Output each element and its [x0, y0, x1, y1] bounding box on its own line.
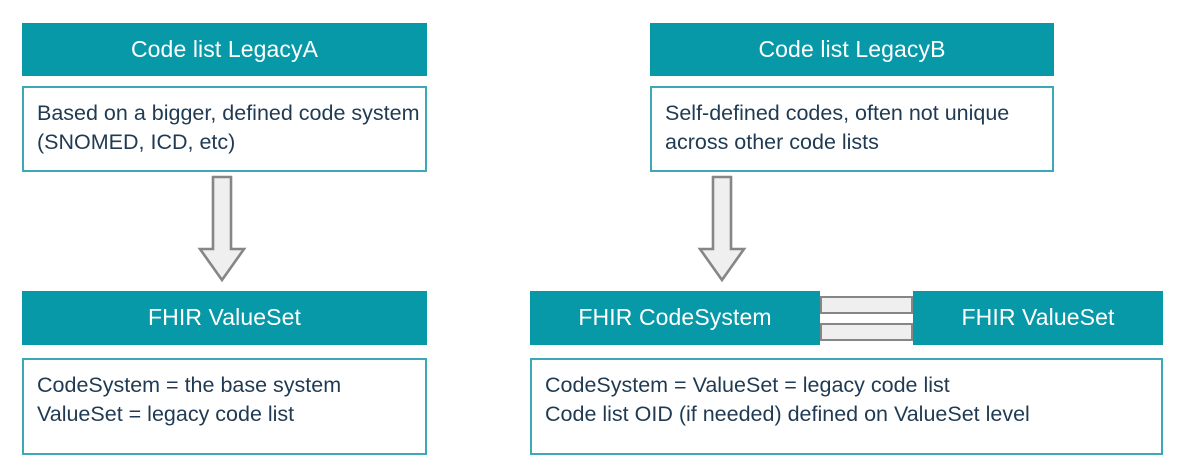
down-arrow-icon-left — [197, 175, 247, 283]
legacy-a-header: Code list LegacyA — [22, 23, 427, 76]
legacy-b-header: Code list LegacyB — [650, 23, 1054, 76]
down-arrow-icon-right — [697, 175, 747, 283]
legacy-a-description: Based on a bigger, defined code system (… — [22, 86, 427, 172]
legacy-b-result-description: CodeSystem = ValueSet = legacy code list… — [530, 358, 1163, 455]
fhir-codesystem-header: FHIR CodeSystem — [530, 291, 820, 345]
equals-bar-bottom — [820, 322, 913, 341]
fhir-valueset-header-right: FHIR ValueSet — [913, 291, 1163, 345]
equals-bar-top — [820, 295, 913, 314]
legacy-b-description: Self-defined codes, often not unique acr… — [650, 86, 1054, 172]
fhir-valueset-header-left: FHIR ValueSet — [22, 291, 427, 345]
equals-connector-icon — [820, 291, 913, 345]
legacy-a-result-description: CodeSystem = the base system ValueSet = … — [22, 358, 427, 455]
